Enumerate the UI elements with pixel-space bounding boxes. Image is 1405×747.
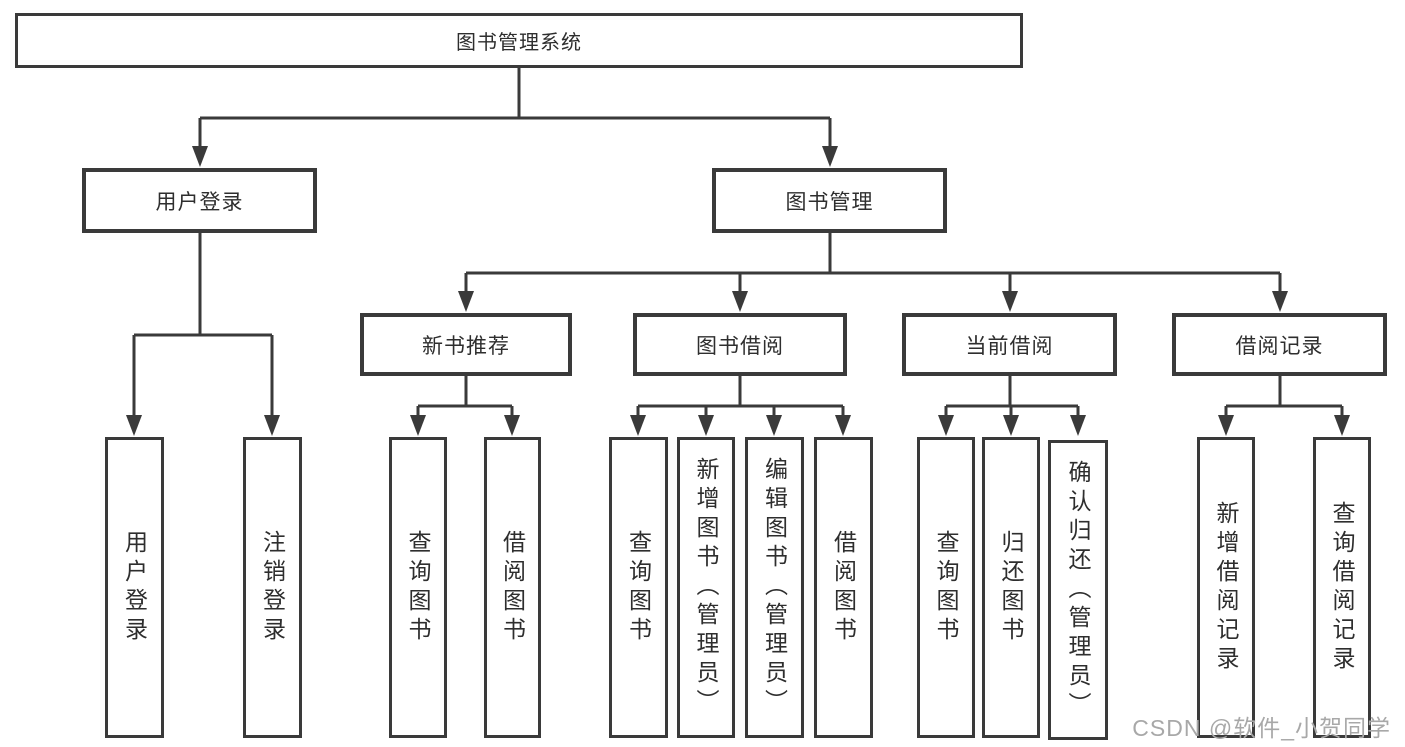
leaf-cb-query-books: 查询图书 [917,437,975,738]
leaf-logout-login: 注销登录 [243,437,302,738]
node-book-borrow: 图书借阅 [633,313,847,376]
leaf-br-query-record: 查询借阅记录 [1313,437,1371,738]
leaf-user-login: 用户登录 [105,437,164,738]
leaf-bb-query-books: 查询图书 [609,437,668,738]
node-new-book-recommend: 新书推荐 [360,313,572,376]
leaf-cb-confirm-return: 确认归还（管理员） [1048,440,1108,740]
leaf-cb-return-books: 归还图书 [982,437,1040,738]
leaf-bb-edit-books: 编辑图书（管理员） [745,437,804,738]
leaf-nbr-query-books: 查询图书 [389,437,447,738]
leaf-bb-add-books: 新增图书（管理员） [677,437,735,738]
leaf-bb-borrow-books: 借阅图书 [814,437,873,738]
csdn-watermark: CSDN @软件_小贺同学 [1132,715,1391,741]
node-root: 图书管理系统 [15,13,1023,68]
node-book-management: 图书管理 [712,168,947,233]
node-current-borrow: 当前借阅 [902,313,1117,376]
leaf-br-add-record: 新增借阅记录 [1197,437,1255,738]
node-borrow-records: 借阅记录 [1172,313,1387,376]
leaf-nbr-borrow-books: 借阅图书 [484,437,541,738]
node-user-login: 用户登录 [82,168,317,233]
